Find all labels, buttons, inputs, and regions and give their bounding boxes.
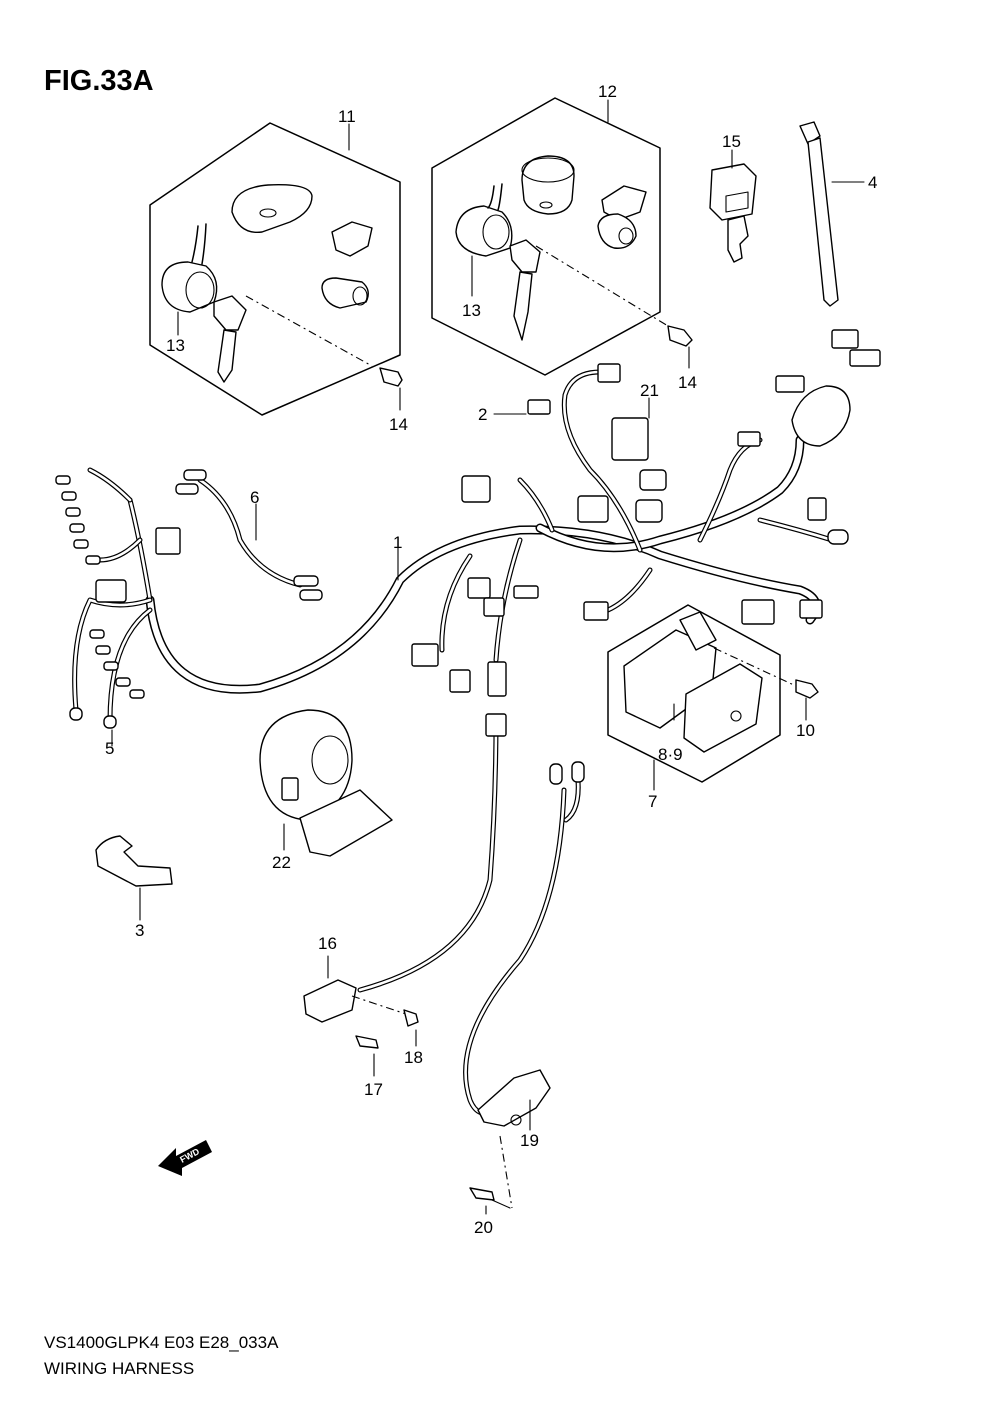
callout-13a: 13 <box>166 336 185 355</box>
lock-piece-icon <box>331 221 373 257</box>
sub-harness-5 <box>55 467 181 747</box>
fuse-2 <box>493 399 551 415</box>
callout-18: 18 <box>404 1048 423 1067</box>
callout-11: 11 <box>338 107 356 126</box>
figure-code: VS1400GLPK4 E03 E28_033A <box>44 1333 279 1352</box>
screw-icon <box>795 679 819 699</box>
key-head-icon <box>709 163 757 221</box>
callout-14b: 14 <box>678 373 697 392</box>
figure-title: FIG.33A <box>44 65 154 97</box>
callout-6: 6 <box>250 488 259 507</box>
callout-13b: 13 <box>462 301 481 320</box>
callout-1: 1 <box>393 533 402 552</box>
cable-tie-4 <box>799 121 865 307</box>
rectifier-cover-icon <box>683 663 763 753</box>
regulator-7-group <box>607 604 819 791</box>
key-cap-icon <box>521 155 575 215</box>
callout-12: 12 <box>598 82 617 101</box>
callout-2: 2 <box>478 405 487 424</box>
screw-icon <box>469 1187 495 1201</box>
callout-21: 21 <box>640 381 659 400</box>
sub-harness-6 <box>175 469 323 601</box>
wiring-harness-1 <box>127 329 881 697</box>
ignition-set-11-group <box>149 122 403 416</box>
callout-10: 10 <box>796 721 815 740</box>
screw-icon <box>667 325 693 347</box>
callout-19: 19 <box>520 1131 539 1150</box>
callout-14a: 14 <box>389 415 408 434</box>
callout-16: 16 <box>318 934 337 953</box>
callout-5: 5 <box>105 739 114 758</box>
ignition-switch-icon <box>161 261 218 313</box>
key-icon <box>513 271 533 341</box>
horn-22 <box>259 709 393 857</box>
callout-20: 20 <box>474 1218 493 1237</box>
callout-17: 17 <box>364 1080 383 1099</box>
callout-4: 4 <box>868 173 877 192</box>
bracket-3 <box>95 835 173 921</box>
callout-7: 7 <box>648 792 657 811</box>
screw-icon <box>379 367 403 387</box>
callout-15: 15 <box>722 132 741 151</box>
bracket-icon <box>95 835 173 887</box>
fwd-arrow-icon: FWD <box>158 1140 212 1176</box>
ignition-switch-icon <box>455 205 513 257</box>
ignition-set-12-group <box>431 97 693 376</box>
screw-icon <box>355 1035 379 1049</box>
screw-icon <box>403 1009 419 1027</box>
callout-8-9: 8·9 <box>658 745 683 764</box>
relay-icon <box>611 417 649 461</box>
callout-3: 3 <box>135 921 144 940</box>
key-icon <box>217 329 237 383</box>
sensor-19 <box>463 761 585 1215</box>
switch-16 <box>303 713 507 1077</box>
terminal-bundle <box>55 475 145 729</box>
lock-cylinder-icon <box>321 277 369 309</box>
switch-icon <box>303 979 357 1023</box>
sensor-icon <box>477 1069 551 1127</box>
callout-22: 22 <box>272 853 291 872</box>
key-cap-icon <box>231 184 313 234</box>
fuse-icon <box>527 399 551 415</box>
cable-tie-icon <box>807 137 839 307</box>
key-15 <box>709 149 757 263</box>
figure-name: WIRING HARNESS <box>44 1359 194 1378</box>
